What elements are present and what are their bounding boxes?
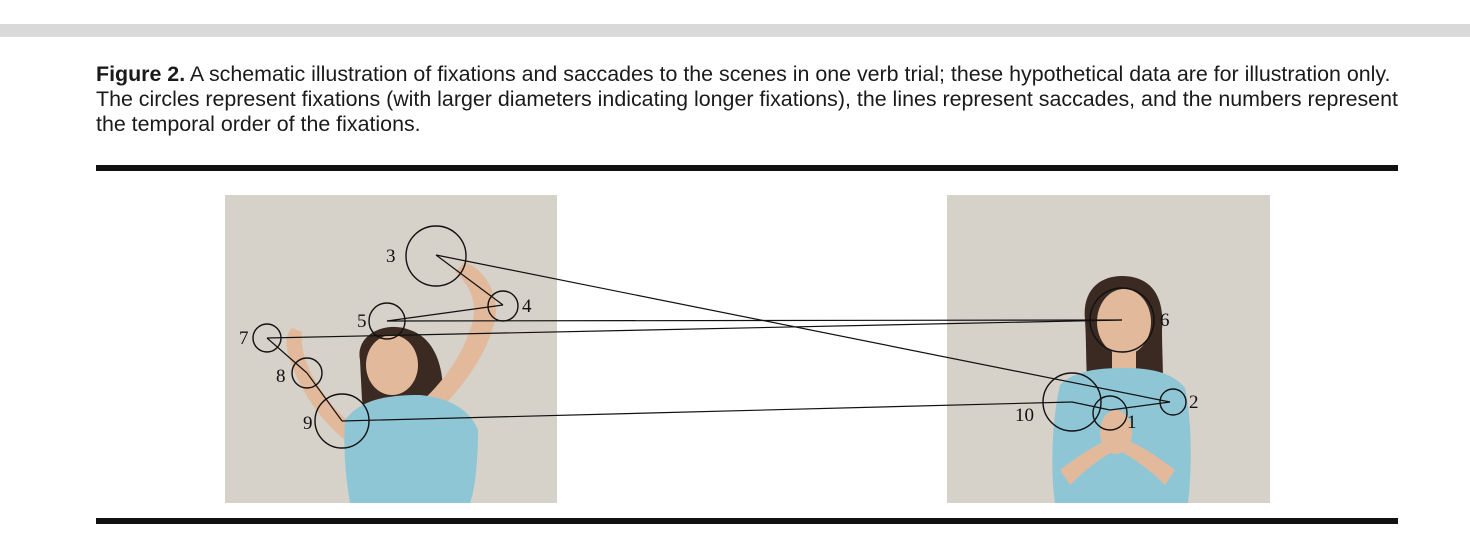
top-gray-bar	[0, 24, 1470, 37]
caption-label: Figure 2.	[96, 62, 186, 86]
right-scene-photo	[947, 195, 1270, 503]
fixation-2	[1159, 388, 1187, 416]
bottom-rule	[96, 518, 1398, 524]
fixation-label-5: 5	[357, 311, 367, 332]
fixation-9	[314, 393, 370, 449]
fixation-5	[368, 302, 406, 340]
fixation-label-7: 7	[239, 328, 249, 349]
fixation-6	[1089, 287, 1155, 353]
fixation-circles	[252, 225, 1187, 449]
fixation-label-3: 3	[386, 246, 396, 267]
top-rule	[96, 165, 1398, 171]
fixation-label-9: 9	[303, 413, 313, 434]
fixation-7	[252, 323, 282, 353]
fixation-label-10: 10	[1015, 405, 1034, 426]
fixation-1	[1092, 395, 1128, 431]
figure-caption: Figure 2. A schematic illustration of fi…	[96, 62, 1406, 137]
fixation-label-4: 4	[522, 296, 532, 317]
fixation-numbers: 1 2 3 4 5 6 7 8 9 10	[239, 246, 1199, 434]
fixation-3	[405, 225, 467, 287]
fixation-label-1: 1	[1127, 412, 1137, 433]
fixation-label-2: 2	[1189, 392, 1199, 413]
fixation-label-8: 8	[276, 366, 286, 387]
fixation-label-6: 6	[1160, 310, 1170, 331]
fixation-10	[1042, 372, 1102, 432]
fixation-8	[291, 357, 323, 389]
saccade-lines	[266, 254, 1171, 422]
caption-text: A schematic illustration of fixations an…	[96, 62, 1398, 136]
fixation-4	[487, 290, 519, 322]
